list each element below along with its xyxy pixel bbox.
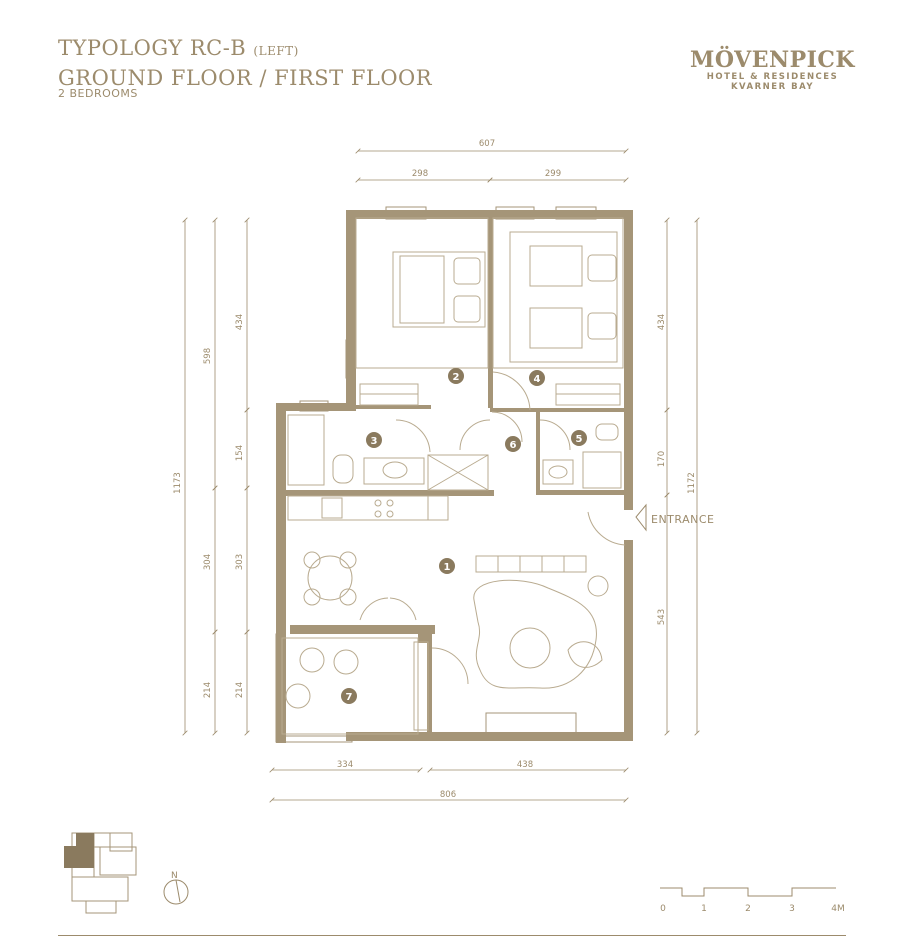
room-badges: 1 2 3 4 5 6 7: [341, 368, 587, 704]
brand-logo: MÖVENPICK HOTEL & RESIDENCES KVARNER BAY: [690, 48, 855, 92]
room-badge-3: 3: [366, 432, 382, 448]
dim-left-304: 304: [203, 554, 213, 570]
room-badge-5: 5: [571, 430, 587, 446]
scale-label-1: 1: [701, 904, 707, 914]
room-badge-3-label: 3: [371, 436, 378, 447]
dim-left-214b: 214: [235, 682, 245, 698]
page-title: TYPOLOGY RC-B (LEFT) GROUND FLOOR / FIRS…: [58, 35, 432, 92]
dim-left-total: 1173: [173, 472, 183, 494]
dim-top-right: 299: [545, 169, 561, 179]
room-badge-5-label: 5: [576, 434, 583, 445]
compass-label: N: [171, 871, 178, 881]
footer-divider: [58, 935, 846, 936]
living-room-furniture: [303, 511, 626, 689]
dim-right-170: 170: [657, 451, 667, 467]
dim-left-598: 598: [203, 348, 213, 364]
dim-left-303: 303: [235, 554, 245, 570]
key-plan: [64, 832, 137, 914]
dim-top-total: 607: [479, 139, 495, 149]
title-side: (LEFT): [253, 44, 299, 58]
dim-bottom-left: 334: [337, 760, 353, 770]
dim-right-434: 434: [657, 314, 667, 330]
dim-left-214a: 214: [203, 682, 213, 698]
entrance-marker: ENTRANCE: [635, 503, 714, 532]
bedroom-4-furniture: [492, 217, 624, 411]
title-line-2: GROUND FLOOR / FIRST FLOOR: [58, 66, 433, 90]
bedroom-2-furniture: [355, 217, 489, 406]
room-badge-4: 4: [529, 370, 545, 386]
scale-bar: 0 1 2 3 4M: [660, 887, 845, 914]
title-line-1: TYPOLOGY RC-B (LEFT): [58, 35, 432, 65]
dim-right-543: 543: [657, 609, 667, 625]
scale-label-2: 2: [745, 904, 751, 914]
bathroom-5-fixtures: [539, 419, 622, 489]
dim-bottom-total: 806: [440, 790, 456, 800]
brand-line-1: HOTEL & RESIDENCES: [706, 72, 839, 82]
dimension-labels: 607 298 299 1173 598 434 154 304 303 214…: [173, 139, 697, 800]
brand-name: MÖVENPICK: [690, 47, 856, 73]
title-typology: TYPOLOGY RC-B: [58, 36, 247, 60]
terrace-furniture: [281, 637, 429, 735]
dim-right-total: 1172: [687, 472, 697, 494]
page-subtitle: 2 BEDROOMS: [58, 87, 138, 100]
bathroom-3-fixtures: [287, 414, 489, 491]
room-badge-4-label: 4: [534, 374, 541, 385]
brand-line-2: KVARNER BAY: [730, 82, 815, 92]
room-badge-7: 7: [341, 688, 357, 704]
compass: N: [163, 871, 189, 905]
scale-label-0: 0: [660, 904, 666, 914]
scale-label-3: 3: [789, 904, 795, 914]
scale-label-4: 4M: [831, 904, 845, 914]
room-badge-6-label: 6: [510, 440, 517, 451]
dimension-lines: [185, 151, 697, 800]
room-badge-6: 6: [505, 436, 521, 452]
room-badge-7-label: 7: [346, 692, 353, 703]
room-badge-1: 1: [439, 558, 455, 574]
room-badge-1-label: 1: [444, 562, 451, 573]
dim-bottom-right: 438: [517, 760, 533, 770]
hallway-6-doors: [459, 411, 523, 451]
room-badge-2-label: 2: [453, 372, 460, 383]
kitchen: [287, 495, 449, 521]
dim-left-154: 154: [235, 445, 245, 461]
entrance-label: ENTRANCE: [651, 513, 714, 526]
room-badge-2: 2: [448, 368, 464, 384]
dim-left-434: 434: [235, 314, 245, 330]
dim-top-left: 298: [412, 169, 428, 179]
walls: [276, 210, 633, 743]
